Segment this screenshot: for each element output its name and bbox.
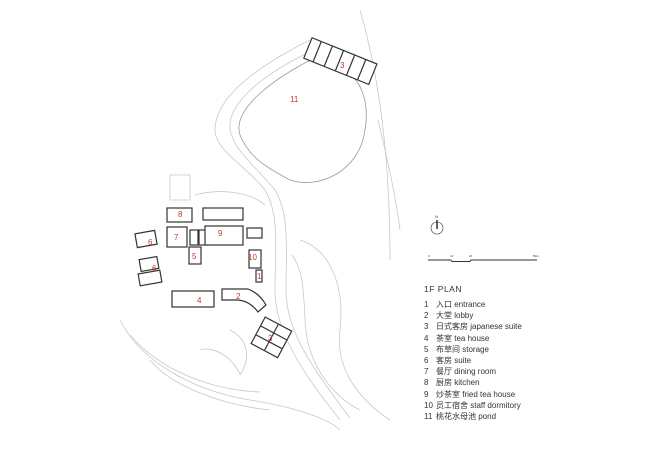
legend-item: 5 布草间 storage <box>424 344 522 355</box>
legend-english: kitchen <box>454 378 480 388</box>
svg-text:20: 20 <box>469 254 473 258</box>
label-4: 4 <box>197 296 202 305</box>
legend-number: 7 <box>424 367 429 377</box>
north-arrow-icon: N <box>430 214 444 235</box>
legend-chinese: 茶室 <box>436 333 452 343</box>
legend-english: storage <box>462 344 489 354</box>
label-3-lower: 3 <box>268 334 273 343</box>
legend-number: 3 <box>424 322 429 332</box>
legend-chinese: 员工宿舍 <box>436 400 468 410</box>
legend: 1F PLAN 1 入口 entrance 2 大堂 lobby 3 日式客房 japan… <box>424 284 522 422</box>
legend-english: lobby <box>454 311 474 321</box>
legend-chinese: 客房 <box>436 355 452 365</box>
legend-english: staff dormitory <box>470 400 521 410</box>
legend-english: fried tea house <box>462 389 516 399</box>
legend-number: 5 <box>424 344 429 354</box>
legend-item: 7 餐厅 dining room <box>424 366 522 377</box>
label-1: 1 <box>257 272 262 281</box>
legend-number: 9 <box>424 389 429 399</box>
scale-bar: 0 10 20 50m <box>428 254 539 262</box>
label-8: 8 <box>178 210 183 219</box>
legend-number: 8 <box>424 378 429 388</box>
legend-number: 4 <box>424 333 429 343</box>
legend-number: 10 <box>424 400 433 410</box>
svg-text:50m: 50m <box>533 254 539 258</box>
label-11: 11 <box>290 95 299 104</box>
legend-item: 2 大堂 lobby <box>424 310 522 321</box>
label-7: 7 <box>174 233 179 242</box>
legend-item: 6 客房 suite <box>424 355 522 366</box>
legend-chinese: 厨房 <box>436 378 452 388</box>
legend-english: pond <box>478 411 497 421</box>
legend-english: entrance <box>454 300 486 309</box>
upper-suite-building <box>303 36 378 86</box>
svg-text:N: N <box>435 214 438 219</box>
legend-chinese: 布草间 <box>436 344 460 354</box>
label-6b: 6 <box>152 264 157 273</box>
label-5: 5 <box>192 252 197 261</box>
legend-item: 1 入口 entrance <box>424 299 522 310</box>
legend-chinese: 桃花水母池 <box>436 411 476 421</box>
site-context-lines <box>119 9 401 431</box>
legend-item: 3 日式客房 japanese suite <box>424 321 522 332</box>
legend-item: 4 茶室 tea house <box>424 333 522 344</box>
legend-english: tea house <box>454 333 490 343</box>
legend-english: dining room <box>454 367 497 377</box>
label-10: 10 <box>248 253 257 262</box>
plan-title: 1F PLAN <box>424 284 462 294</box>
main-complex <box>134 207 293 359</box>
legend-chinese: 炒茶室 <box>436 389 460 399</box>
legend-number: 1 <box>424 300 429 309</box>
label-3-upper: 3 <box>340 61 345 70</box>
svg-text:10: 10 <box>450 254 454 258</box>
label-6a: 6 <box>148 238 153 247</box>
legend-chinese: 餐厅 <box>436 367 452 377</box>
legend-number: 2 <box>424 311 429 321</box>
legend-number: 11 <box>424 411 433 421</box>
legend-item: 9 炒茶室 fried tea house <box>424 389 522 400</box>
legend-chinese: 日式客房 <box>436 322 468 332</box>
legend-chinese: 入口 <box>436 300 452 309</box>
svg-text:0: 0 <box>428 254 430 258</box>
legend-chinese: 大堂 <box>436 311 452 321</box>
legend-english: japanese suite <box>470 322 522 332</box>
room-labels: 1 2 3 3 4 5 6 6 7 8 9 10 11 <box>148 61 345 343</box>
label-9: 9 <box>218 229 223 238</box>
label-2: 2 <box>236 292 241 301</box>
legend-english: suite <box>454 355 472 365</box>
legend-number: 6 <box>424 355 429 365</box>
legend-item: 8 厨房 kitchen <box>424 377 522 388</box>
